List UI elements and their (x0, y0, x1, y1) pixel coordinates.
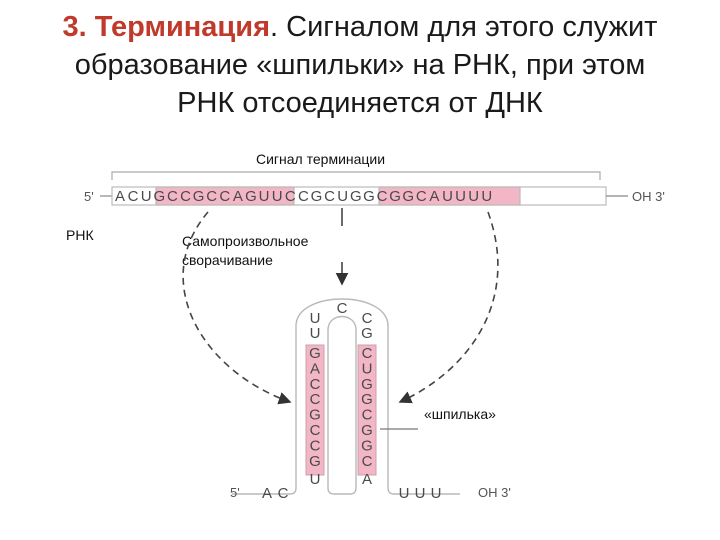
bottom-right-nucleotide: U (399, 485, 410, 502)
strand-nucleotide: C (416, 188, 427, 205)
left-unpaired-nucleotide: U (310, 310, 321, 327)
folding-label-line-2: сворачивание (182, 252, 273, 268)
left-stem-nucleotide: C (310, 422, 321, 439)
rna-label: РНК (66, 227, 94, 243)
signal-bracket (111, 171, 601, 180)
right-stem-nucleotide: C (362, 407, 373, 424)
bottom-left-nucleotide: C (278, 485, 289, 502)
strand-nucleotide: U (337, 188, 348, 205)
right-stem-nucleotide: U (362, 360, 373, 377)
strand-nucleotide: U (481, 188, 492, 205)
slide-heading: 3. Терминация. Сигналом для этого служит… (0, 8, 720, 122)
heading-line-3: РНК отсоединяется от ДНК (177, 87, 543, 119)
right-stem-nucleotide: C (362, 345, 373, 362)
right-unpaired-nucleotide: C (362, 310, 373, 327)
left-stem-nucleotide: G (309, 407, 321, 424)
strand-nucleotide: C (128, 188, 139, 205)
hairpin-outline-outer (295, 298, 460, 495)
bottom-left-nucleotide: A (262, 485, 272, 502)
strand-nucleotide: U (272, 188, 283, 205)
fold-arrow-right (398, 211, 499, 404)
strand-nucleotide: G (402, 188, 414, 205)
strand-nucleotide: C (377, 188, 388, 205)
heading-number: 3. (62, 11, 87, 43)
strand-nucleotide: C (180, 188, 191, 205)
right-base-nucleotide: A (362, 471, 372, 488)
heading-line-1-rest: . Сигналом для этого служит (270, 11, 658, 43)
strand-nucleotide: U (442, 188, 453, 205)
strand-nucleotide: G (245, 188, 257, 205)
heading-line-1: 3. Терминация. Сигналом для этого служит (0, 8, 720, 46)
strand-nucleotide: C (206, 188, 217, 205)
left-unpaired-nucleotide: U (310, 325, 321, 342)
hairpin-outline-inner (327, 315, 357, 495)
strand-nucleotide: C (285, 188, 296, 205)
bottom-three-prime: OH 3' (478, 485, 511, 500)
hairpin-stem-left (305, 344, 325, 476)
strand-five-prime: 5' (84, 189, 94, 204)
strand-nucleotide: G (193, 188, 205, 205)
strand-nucleotide: A (233, 188, 243, 205)
strand-nucleotide: U (141, 188, 152, 205)
left-stem-nucleotide: C (310, 437, 321, 454)
right-stem-nucleotide: G (361, 391, 373, 408)
strand-nucleotide: A (429, 188, 439, 205)
right-stem-nucleotide: G (361, 422, 373, 439)
strand-nucleotide: C (167, 188, 178, 205)
right-stem-nucleotide: G (361, 437, 373, 454)
left-base-nucleotide: U (310, 471, 321, 488)
loop-nucleotide: C (337, 300, 348, 317)
hairpin-label: «шпилька» (424, 406, 496, 422)
left-stem-nucleotide: G (309, 453, 321, 470)
right-stem-nucleotide: C (362, 453, 373, 470)
hairpin-outline-bottom-left (232, 487, 297, 495)
right-stem-nucleotide: G (361, 376, 373, 393)
bottom-right-nucleotide: U (415, 485, 426, 502)
bottom-right-nucleotide: U (431, 485, 442, 502)
left-stem-nucleotide: G (309, 345, 321, 362)
strand-nucleotide: G (389, 188, 401, 205)
left-stem-nucleotide: A (310, 360, 320, 377)
signal-segment-left (155, 186, 295, 206)
left-stem-nucleotide: C (310, 376, 321, 393)
strand-nucleotide: C (324, 188, 335, 205)
strand-three-prime: OH 3' (632, 189, 665, 204)
folding-label-line-1: Самопроизвольное (182, 233, 309, 249)
heading-line-2: образование «шпильки» на РНК, при этом (74, 49, 646, 81)
left-stem-nucleotide: C (310, 391, 321, 408)
bottom-five-prime: 5' (230, 485, 240, 500)
strand-nucleotide: G (350, 188, 362, 205)
hairpin-stem-right (357, 344, 377, 476)
strand-nucleotide: C (219, 188, 230, 205)
signal-label: Сигнал терминации (256, 151, 386, 167)
strand-nucleotide: A (115, 188, 125, 205)
strand-nucleotide: G (311, 188, 323, 205)
right-unpaired-nucleotide: G (361, 325, 373, 342)
signal-segment-right (378, 186, 521, 206)
fold-arrow-left (182, 211, 292, 405)
strand-nucleotide: U (455, 188, 466, 205)
strand-nucleotide: U (468, 188, 479, 205)
heading-title: Терминация (94, 11, 271, 43)
strand-nucleotide: G (153, 188, 165, 205)
strand-nucleotide: U (259, 188, 270, 205)
strand-nucleotide: C (298, 188, 309, 205)
strand-nucleotide: G (363, 188, 375, 205)
